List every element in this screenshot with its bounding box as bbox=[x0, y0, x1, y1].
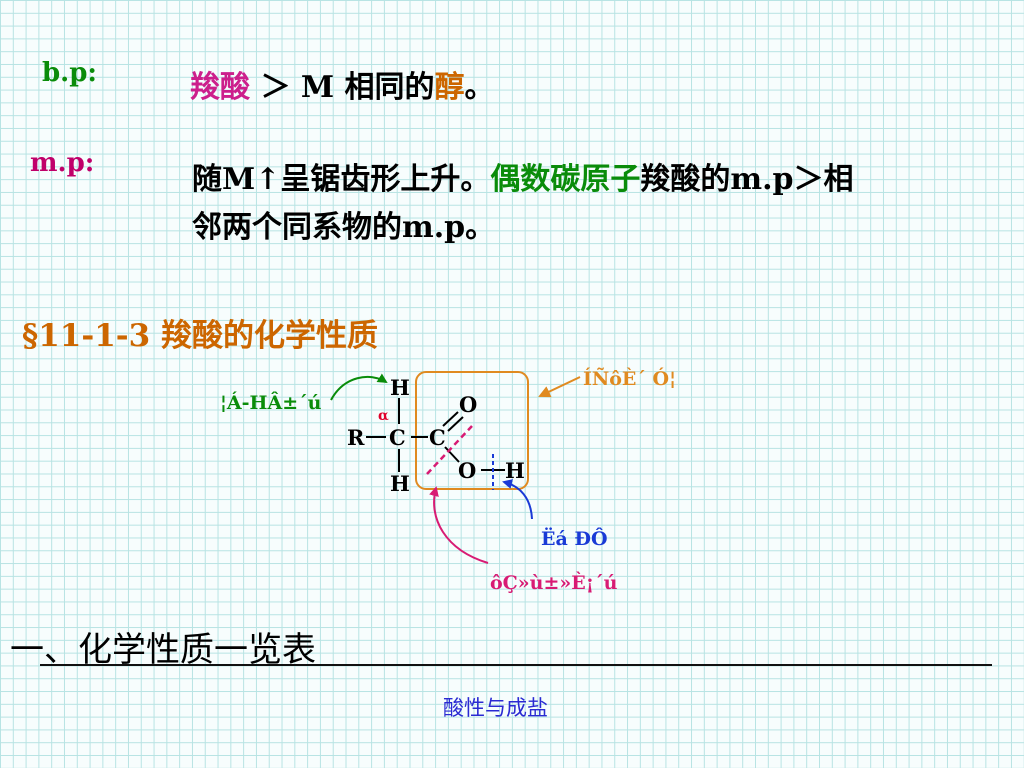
label-decarboxylation: ÍÑôÈ´ Ó¦ bbox=[583, 367, 676, 390]
atom-h-top: H bbox=[390, 375, 410, 400]
heading-underline bbox=[40, 664, 992, 666]
atom-r: R bbox=[347, 425, 365, 450]
bond-c-o-double-a bbox=[442, 411, 459, 427]
label-hydroxyl-substitution: ôÇ»ù±»È¡´ú bbox=[490, 571, 618, 594]
atom-o-hydroxyl: O bbox=[458, 458, 476, 483]
c-oh-cleavage-line bbox=[426, 425, 473, 475]
atom-o-carbonyl: O bbox=[459, 392, 477, 417]
atom-h-bottom: H bbox=[390, 471, 410, 496]
label-alpha-h-substitution: ¦Á-HÂ±´ú bbox=[220, 391, 322, 414]
atom-c-alpha: C bbox=[389, 425, 406, 450]
hydroxyl-substitution-arrow bbox=[429, 486, 489, 564]
bp-carboxylic-acid: 羧酸 bbox=[190, 70, 250, 105]
bp-compare-text: ＞ M 相同的 bbox=[250, 70, 435, 105]
acidity-arrow bbox=[502, 479, 533, 520]
label-acidity: Ëá ÐÔ bbox=[541, 527, 608, 550]
overview-heading: 一、化学性质一览表 bbox=[10, 630, 316, 670]
atom-c-carbonyl: C bbox=[429, 425, 446, 450]
bp-alcohol: 醇 bbox=[434, 70, 465, 105]
mp-statement-line1: 随M↑呈锯齿形上升。偶数碳原子羧酸的m.p＞相 bbox=[192, 154, 854, 198]
atom-alpha-label: α bbox=[378, 408, 389, 424]
mp-statement-line2: 邻两个同系物的m.p。 bbox=[192, 210, 496, 245]
bond-c-o-double-b bbox=[447, 416, 464, 432]
atom-h-hydroxyl: H bbox=[505, 458, 525, 483]
bp-statement: 羧酸 ＞ M 相同的醇。 bbox=[190, 62, 495, 106]
alpha-h-arrow bbox=[330, 373, 388, 401]
mp-label: m.p: bbox=[30, 148, 95, 178]
acidity-salt-link[interactable]: 酸性与成盐 bbox=[443, 696, 548, 720]
mp-compare-text: 羧酸的m.p＞相 bbox=[640, 162, 854, 197]
carboxyl-arrow bbox=[538, 376, 581, 398]
mp-even-carbon: 偶数碳原子 bbox=[490, 162, 641, 197]
bond-c-o-single bbox=[444, 446, 460, 463]
mp-trend-text: 随M↑呈锯齿形上升。 bbox=[192, 162, 491, 197]
section-title: §11-1-3 羧酸的化学性质 bbox=[22, 318, 379, 354]
carboxyl-group-box bbox=[415, 371, 529, 490]
bp-label: b.p: bbox=[42, 58, 98, 88]
bp-period: 。 bbox=[464, 70, 495, 105]
